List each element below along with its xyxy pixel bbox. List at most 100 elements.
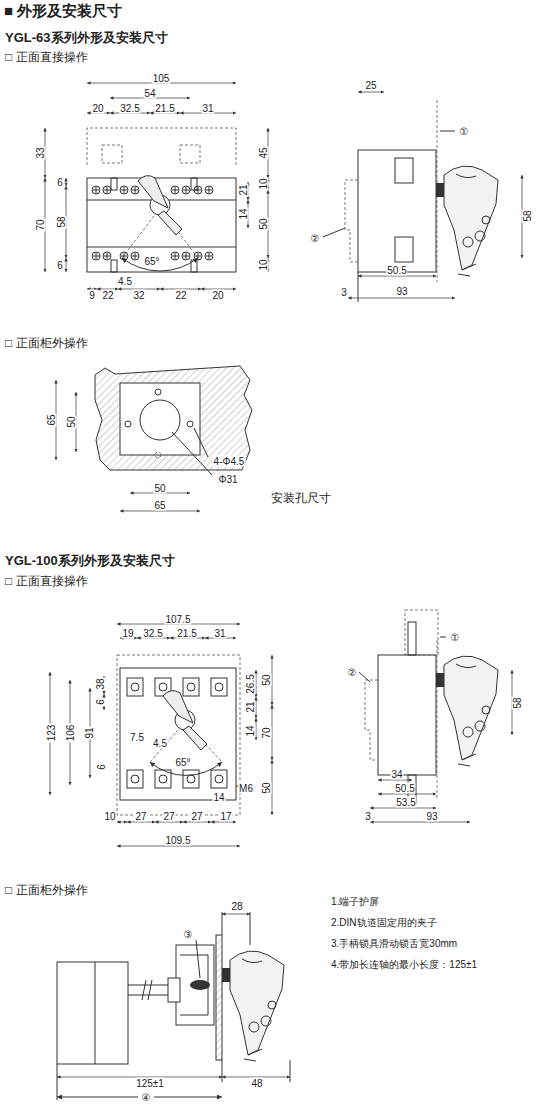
dimension-label: 20 <box>211 290 224 301</box>
dimension-label: 65° <box>174 757 191 768</box>
dimension-label: 123 <box>46 724 57 743</box>
dimension-label: 105 <box>152 73 171 84</box>
dimension-label: 4.5 <box>152 738 168 749</box>
dimension-label: 27 <box>162 811 175 822</box>
dimension-label: 50 <box>153 483 166 494</box>
dimension-label: 25 <box>364 80 377 91</box>
callout-number: ③ <box>183 929 194 940</box>
terminal-screw <box>103 186 111 194</box>
dimension-label: 58 <box>522 209 533 222</box>
dimension-label: 50.5 <box>386 265 407 276</box>
dimension-line <box>256 718 257 740</box>
dimension-label: 22 <box>101 290 114 301</box>
terminal-screw <box>131 186 139 194</box>
view-heading: □ 正面直接操作 <box>4 51 89 64</box>
dimension-line <box>272 760 273 815</box>
dimension-line <box>127 822 155 823</box>
dimension-label: 33 <box>35 146 46 159</box>
dimension-label: 14 <box>212 792 225 803</box>
dimension-line <box>256 697 257 718</box>
dimension-label: 21.5 <box>176 628 197 639</box>
dimension-label: 27 <box>190 811 203 822</box>
view-heading: 安装孔尺寸 <box>270 492 332 505</box>
dimension-label: 6 <box>96 763 107 771</box>
dimension-label: 109.5 <box>164 835 191 846</box>
terminal-screw <box>92 186 100 194</box>
dimension-label: 7.5 <box>129 732 145 743</box>
dimension-label: 14 <box>238 207 249 220</box>
dimension-label: 6 <box>95 698 106 706</box>
dimension-label: 32.5 <box>142 628 163 639</box>
callout-number: ① <box>459 126 470 137</box>
dimension-label: 10 <box>258 177 269 190</box>
dimension-label: 21 <box>245 700 256 713</box>
terminal-screw <box>194 252 202 260</box>
terminal-screw <box>194 186 202 194</box>
note-text: 3.手柄锁具滑动锁舌宽30mm <box>330 938 458 949</box>
dimension-label: 45 <box>258 146 269 159</box>
dimension-label: 93 <box>425 811 438 822</box>
dimension-line <box>117 822 127 823</box>
dimension-label: 10 <box>103 811 116 822</box>
dimension-label: 17 <box>219 811 232 822</box>
dimension-label: 38 <box>95 677 106 690</box>
dimension-line <box>272 655 273 705</box>
dimension-label: 3 <box>340 287 348 298</box>
dimension-label: 4-Φ4.5 <box>213 456 246 467</box>
dimension-label: 48 <box>250 1078 263 1089</box>
dimension-label: 65° <box>143 256 160 267</box>
dimension-line <box>378 780 412 781</box>
dimension-line <box>222 914 250 915</box>
terminal-screw <box>171 252 179 260</box>
callout-number: ④ <box>141 1092 152 1103</box>
terminal-screw <box>92 252 100 260</box>
dimension-label: 14 <box>245 724 256 737</box>
dimension-label: 26.5 <box>245 673 256 694</box>
dimension-label: 65 <box>46 413 57 426</box>
dimension-line <box>358 276 436 277</box>
dimension-label: 32 <box>132 290 145 301</box>
dimension-label: 6 <box>56 260 64 271</box>
dimension-line <box>370 822 470 823</box>
dimension-line <box>256 670 257 697</box>
dimension-label: 31 <box>213 628 226 639</box>
dimension-label: 3 <box>364 811 372 822</box>
dimension-label: 31 <box>201 103 214 114</box>
dimension-label: 93 <box>395 286 408 297</box>
note-text: 4.带加长连轴的最小长度：125±1 <box>330 959 478 970</box>
section-heading: YGL-63系列外形及安装尺寸 <box>4 31 169 45</box>
note-text: 2.DIN轨道固定用的夹子 <box>330 917 438 928</box>
dimension-label: 53.5 <box>395 797 416 808</box>
dimension-label: M6 <box>238 783 254 794</box>
dimension-line <box>155 822 183 823</box>
dimension-label: 50 <box>258 217 269 230</box>
section-heading: YGL-100系列外形及安装尺寸 <box>4 554 176 568</box>
dimension-line <box>370 808 436 809</box>
dimension-label: 107.5 <box>164 614 191 625</box>
terminal <box>127 770 143 788</box>
dimension-label: 125±1 <box>135 1078 165 1089</box>
dimension-label: 4.5 <box>117 276 133 287</box>
terminal <box>211 770 227 788</box>
callout-number: ① <box>450 632 461 643</box>
dimension-label: Φ31 <box>217 474 238 485</box>
view-heading: □ 正面柜外操作 <box>4 884 89 897</box>
dimension-line <box>378 794 436 795</box>
dimension-label: 50.5 <box>394 783 415 794</box>
dimension-line <box>183 822 211 823</box>
page-title: ■ 外形及安装尺寸 <box>4 2 122 21</box>
terminal-screw <box>103 252 111 260</box>
dimension-label: 106 <box>65 724 76 743</box>
dimension-label: 19 <box>121 628 134 639</box>
terminal-screw <box>182 252 190 260</box>
dimension-label: 50 <box>261 673 272 686</box>
dimension-label: 58 <box>56 215 67 228</box>
dimension-label: 65 <box>153 500 166 511</box>
terminal-screw <box>205 186 213 194</box>
dimension-label: 28 <box>230 901 243 912</box>
dimension-line <box>117 846 240 847</box>
dimension-label: 70 <box>35 218 46 231</box>
terminal <box>211 678 227 696</box>
dimension-label: 9 <box>88 290 96 301</box>
